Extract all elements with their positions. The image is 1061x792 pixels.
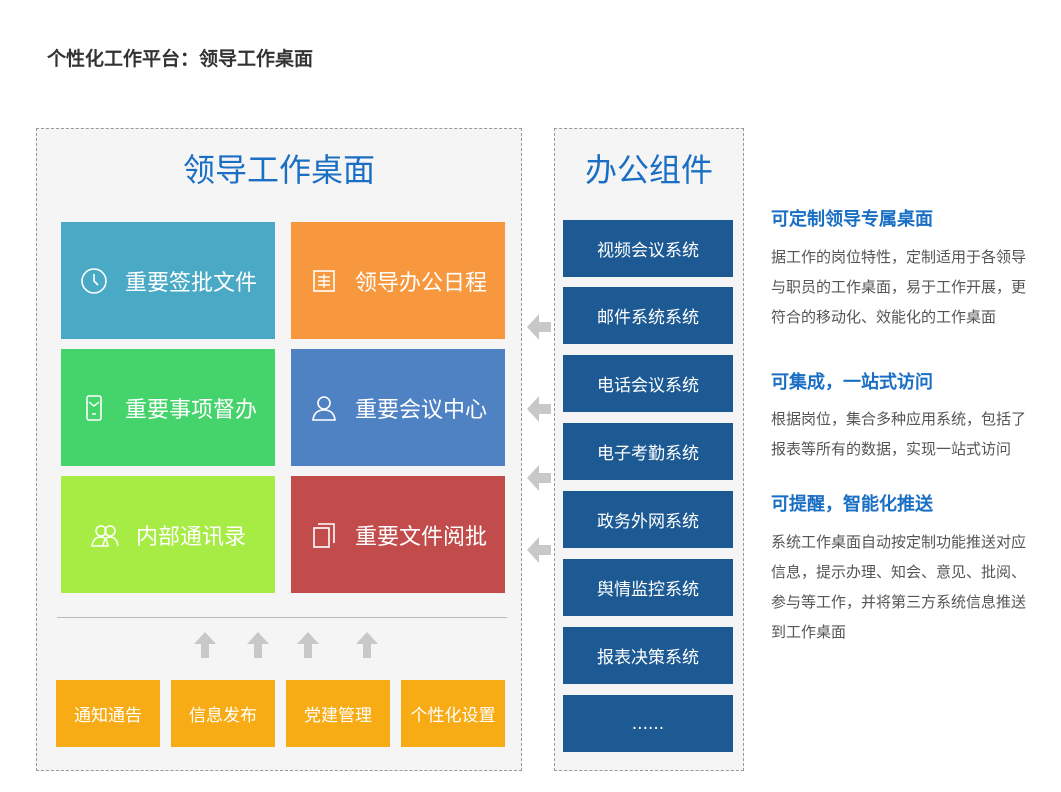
tile-label: 重要签批文件: [124, 270, 257, 296]
feature-heading: 可定制领导专属桌面: [771, 209, 933, 230]
system-item[interactable]: 报表决策系统: [563, 627, 733, 684]
left-arrow-icon: [527, 465, 551, 491]
tile-label: 重要会议中心: [354, 397, 487, 423]
info-publish-button[interactable]: 信息发布: [171, 680, 275, 747]
feature-line: 报表等所有的数据，实现一站式访问: [771, 440, 1012, 458]
office-components-panel: 办公组件 视频会议系统 邮件系统系统 电话会议系统 电子考勤系统 政务外网系统 …: [554, 128, 744, 771]
tile-label: 领导办公日程: [354, 270, 487, 296]
tile-contacts[interactable]: 内部通讯录: [61, 476, 275, 593]
feature-line: 系统工作桌面自动按定制功能推送对应: [771, 533, 1027, 551]
phone-icon: [79, 393, 109, 423]
tile-label: 重要文件阅批: [354, 524, 487, 550]
feature-line: 信息，提示办理、知会、意见、批阅、: [771, 563, 1027, 581]
personalization-button[interactable]: 个性化设置: [401, 680, 505, 747]
person-icon: [309, 393, 339, 423]
feature-description: 系统工作桌面自动按定制功能推送对应 信息，提示办理、知会、意见、批阅、 参与等工…: [771, 527, 1046, 647]
tile-important-approval[interactable]: 重要签批文件: [61, 222, 275, 339]
notice-button[interactable]: 通知通告: [56, 680, 160, 747]
divider: [57, 617, 507, 618]
system-item-more[interactable]: ......: [563, 695, 733, 752]
feature-line: 根据岗位，集合多种应用系统，包括了: [771, 410, 1027, 428]
system-item[interactable]: 电话会议系统: [563, 355, 733, 412]
system-item[interactable]: 舆情监控系统: [563, 559, 733, 616]
party-building-button[interactable]: 党建管理: [286, 680, 390, 747]
tile-label: 重要事项督办: [124, 397, 257, 423]
up-arrow-icon: [247, 632, 269, 658]
leader-desktop-title: 领导工作桌面: [182, 151, 375, 189]
up-arrow-icon: [297, 632, 319, 658]
schedule-icon: [309, 266, 339, 296]
up-arrow-icon: [194, 632, 216, 658]
system-item[interactable]: 邮件系统系统: [563, 287, 733, 344]
left-arrow-icon: [527, 537, 551, 563]
tile-meeting-center[interactable]: 重要会议中心: [291, 349, 505, 466]
leader-desktop-panel: 领导工作桌面 重要签批文件 领导办公日程 重要事项督办 重要会议中心 内部通讯录: [36, 128, 522, 771]
feature-description: 根据岗位，集合多种应用系统，包括了 报表等所有的数据，实现一站式访问: [771, 404, 1046, 464]
left-arrow-icon: [527, 314, 551, 340]
page-title: 个性化工作平台：领导工作桌面: [47, 48, 314, 70]
documents-icon: [309, 520, 339, 550]
feature-line: 据工作的岗位特性，定制适用于各领导: [771, 248, 1027, 266]
feature-heading: 可提醒，智能化推送: [771, 494, 933, 515]
feature-line: 参与等工作，并将第三方系统信息推送: [771, 593, 1027, 611]
tile-leader-schedule[interactable]: 领导办公日程: [291, 222, 505, 339]
feature-line: 与职员的工作桌面，易于工作开展，更: [771, 278, 1027, 296]
tile-label: 内部通讯录: [135, 524, 246, 550]
system-item[interactable]: 视频会议系统: [563, 220, 733, 277]
up-arrow-icon: [356, 632, 378, 658]
system-item[interactable]: 政务外网系统: [563, 491, 733, 548]
contacts-icon: [90, 520, 120, 550]
feature-line: 到工作桌面: [771, 623, 847, 641]
feature-heading: 可集成，一站式访问: [771, 372, 933, 393]
feature-description: 据工作的岗位特性，定制适用于各领导 与职员的工作桌面，易于工作开展，更 符合的移…: [771, 242, 1046, 332]
clock-icon: [79, 266, 109, 296]
left-arrow-icon: [527, 396, 551, 422]
tile-task-supervision[interactable]: 重要事项督办: [61, 349, 275, 466]
system-item[interactable]: 电子考勤系统: [563, 423, 733, 480]
office-components-title: 办公组件: [584, 151, 713, 189]
feature-line: 符合的移动化、效能化的工作桌面: [771, 308, 997, 326]
tile-document-review[interactable]: 重要文件阅批: [291, 476, 505, 593]
